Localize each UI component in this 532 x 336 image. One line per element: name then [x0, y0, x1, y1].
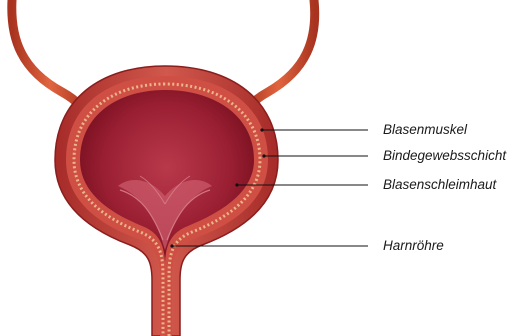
label-bindegewebsschicht: Bindegewebsschicht: [383, 148, 506, 164]
leader-dot-connective: [262, 154, 265, 157]
label-harnroehre: Harnröhre: [383, 238, 444, 254]
label-blasenschleimhaut: Blasenschleimhaut: [383, 177, 496, 193]
label-blasenmuskel: Blasenmuskel: [383, 122, 467, 138]
leader-dot-mucosa: [235, 183, 238, 186]
leader-dot-muscle: [260, 128, 263, 131]
leader-dot-urethra: [170, 244, 173, 247]
